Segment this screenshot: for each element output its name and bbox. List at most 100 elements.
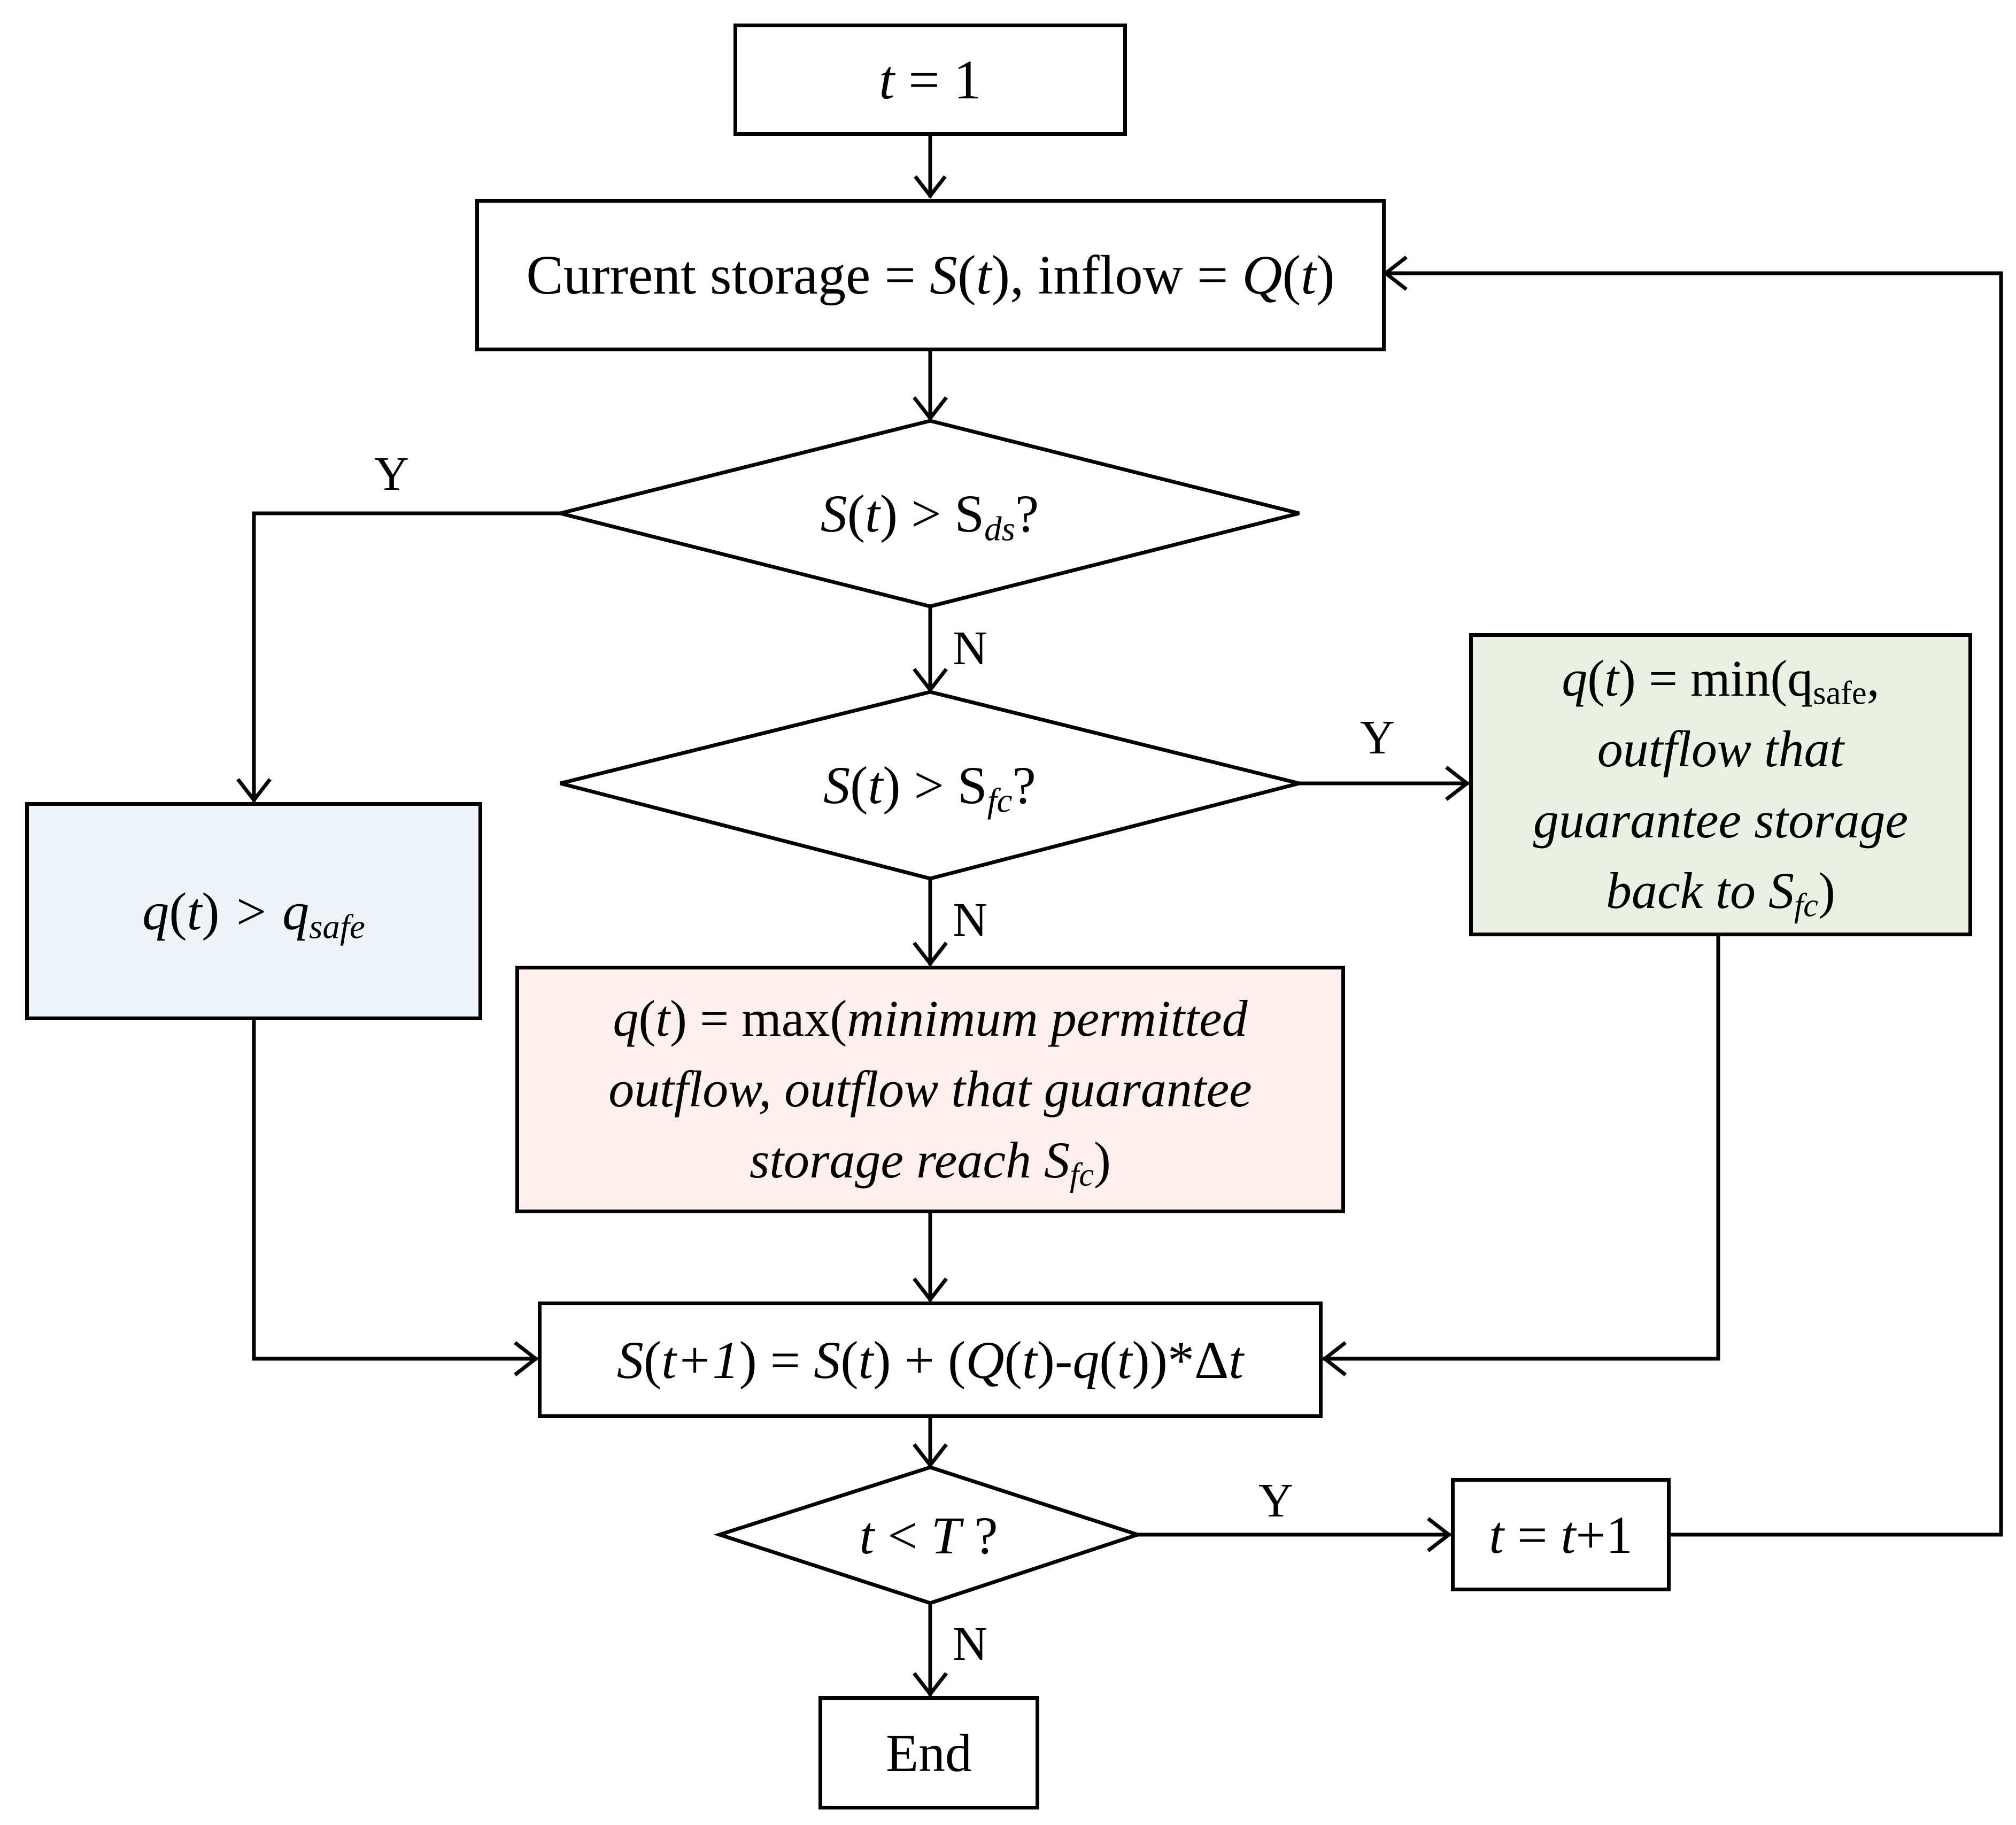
fc-q: ?: [1012, 756, 1036, 815]
dt-op: <: [874, 1505, 931, 1565]
upd-minus: -: [1054, 1330, 1073, 1390]
decision-ds: S(t) > Sds?: [820, 484, 1039, 549]
arrowhead: [1427, 1517, 1452, 1552]
max-l1b: minimum permitted: [847, 989, 1248, 1047]
safe-outflow-box: q(t) > qsafe: [25, 802, 482, 1020]
state-t: t: [976, 244, 992, 306]
arrowhead: [1382, 256, 1408, 291]
upd-end: ))*Δ: [1132, 1330, 1229, 1390]
edge-min-to-update: [1323, 934, 1720, 1361]
min-line-1: q(t) = min(qsafe,: [1562, 649, 1880, 712]
fc-t: t: [868, 756, 883, 815]
upd-q1: Q: [965, 1330, 1005, 1390]
inc-t2: t: [1561, 1505, 1576, 1565]
dt-q: ?: [961, 1505, 998, 1565]
storage-update-box: S(t+1) = S(t) + (Q(t)-q(t))*Δt: [538, 1302, 1323, 1418]
inc-rest: +1: [1575, 1505, 1633, 1565]
label-fc-yes: Y: [1360, 711, 1395, 764]
state-inflow-symbol: Q: [1242, 244, 1283, 306]
ds-op: > S: [898, 484, 985, 543]
max-line-2: outflow, outflow that guarantee: [608, 1060, 1252, 1118]
fc-sub: fc: [987, 781, 1013, 820]
edge-safe-to-update: [252, 1018, 538, 1361]
safe-op: > q: [219, 881, 310, 941]
inc-t1: t: [1489, 1505, 1504, 1565]
upd-dt: t: [1229, 1330, 1244, 1390]
min-outflow-box: q(t) = min(qsafe, outflow that guarantee…: [1469, 633, 1972, 936]
label-fc-no: N: [953, 894, 987, 946]
arrowhead: [913, 1277, 948, 1303]
upd-s1: S: [616, 1330, 644, 1390]
min-l4: back to S: [1606, 861, 1794, 919]
max-q: q: [613, 989, 639, 1047]
arrowhead: [913, 1443, 948, 1468]
decision-t: t < T ?: [720, 1467, 1138, 1603]
min-sub4: fc: [1794, 887, 1818, 924]
label-t-no: N: [953, 1618, 987, 1670]
upd-s2: S: [814, 1330, 841, 1390]
label-ds-no: N: [953, 622, 987, 675]
fc-op: > S: [900, 756, 987, 815]
inc-op: =: [1504, 1505, 1561, 1565]
min-sub1: safe: [1813, 674, 1867, 712]
state-text-1: Current storage =: [526, 244, 930, 306]
min-q: q: [1562, 649, 1588, 707]
max-line-3: storage reach Sfc): [749, 1131, 1111, 1191]
increment-box: t = t+1: [1451, 1478, 1671, 1591]
decision-fc: S(t) > Sfc?: [823, 756, 1036, 820]
safe-q: q: [142, 881, 169, 941]
decision-t-shape: [713, 1465, 1144, 1605]
state-box: Current storage = S(t), inflow = Q(t): [475, 199, 1386, 351]
state-t: t: [1301, 244, 1317, 306]
arrowhead: [1322, 1341, 1347, 1376]
edge-decision-ds-yes: [252, 511, 562, 802]
min-line-3: guarantee storage: [1533, 791, 1909, 849]
arrowhead: [913, 396, 948, 421]
max-outflow-box: q(t) = max(minimum permitted outflow, ou…: [515, 966, 1345, 1213]
start-value: 1: [953, 49, 982, 111]
min-line-2: outflow that: [1597, 720, 1844, 778]
arrowhead: [913, 668, 948, 693]
min-l4end: ): [1818, 861, 1835, 919]
decision-ds-shape: [560, 419, 1300, 609]
arrowhead: [913, 942, 948, 967]
max-sub3: fc: [1070, 1156, 1094, 1193]
arrowhead: [913, 1672, 948, 1697]
safe-sub: safe: [309, 907, 365, 946]
upd-plus: + (: [891, 1330, 966, 1390]
arrowhead: [914, 175, 947, 199]
decision-fc-shape: [560, 690, 1300, 881]
safe-t: t: [187, 881, 202, 941]
ds-t: t: [865, 484, 880, 543]
label-ds-yes: Y: [374, 448, 409, 500]
upd-t1: t+1: [661, 1330, 739, 1390]
upd-q2: q: [1072, 1330, 1100, 1390]
edge-loop-back: [1384, 271, 2003, 1537]
end-label: End: [885, 1723, 972, 1783]
max-l3: storage reach S: [749, 1131, 1070, 1189]
max-t: t: [655, 989, 670, 1047]
upd-t4: t: [1117, 1330, 1132, 1390]
min-line-4: back to Sfc): [1606, 861, 1835, 922]
min-t: t: [1604, 649, 1619, 707]
arrowhead: [514, 1341, 539, 1376]
start-var: t: [879, 49, 895, 111]
state-text-2: , inflow =: [1010, 244, 1242, 306]
start-box: t = 1: [733, 24, 1127, 136]
state-storage-symbol: S: [930, 244, 957, 306]
max-l3end: ): [1094, 1131, 1111, 1189]
fc-s: S: [823, 756, 851, 815]
ds-q: ?: [1015, 484, 1039, 543]
label-t-yes: Y: [1258, 1474, 1293, 1527]
max-line-1: q(t) = max(minimum permitted: [613, 989, 1248, 1047]
start-op: =: [894, 49, 954, 111]
dt-t: t: [859, 1505, 875, 1565]
arrowhead: [236, 778, 272, 803]
ds-sub: ds: [984, 510, 1015, 549]
max-l1a: = max(: [686, 989, 847, 1047]
dt-T: T: [931, 1505, 961, 1565]
upd-mid: =: [756, 1330, 814, 1390]
min-l1end: ,: [1866, 649, 1880, 707]
end-box: End: [818, 1696, 1039, 1809]
